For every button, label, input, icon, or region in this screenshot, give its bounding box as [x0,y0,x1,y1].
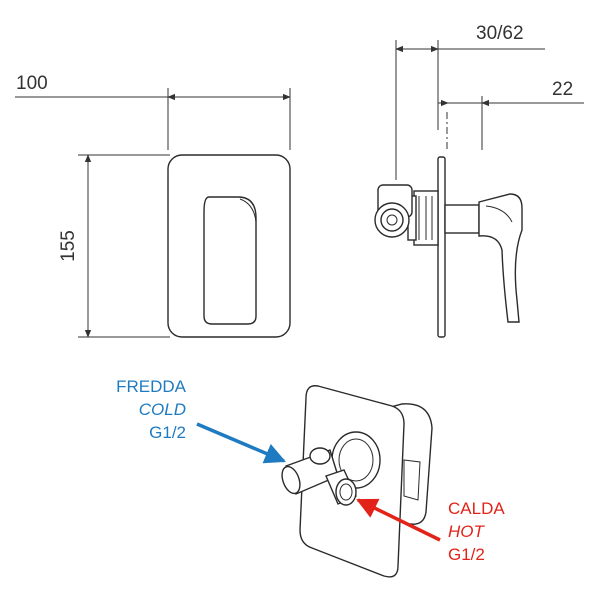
cold-label-english: COLD [139,400,186,419]
cold-label-size: G1/2 [149,423,186,442]
hot-label-english: HOT [448,522,486,541]
offset-dimension: 22 [438,79,584,150]
inlet-ring-inner [380,208,404,232]
perspective-view [281,385,433,578]
height-value: 155 [58,230,79,262]
valve-body-ring [338,438,374,482]
width-dimension: 100 [15,73,291,150]
valve-stem-side [444,204,480,234]
cold-arrow [196,422,286,464]
hot-inlet-opening [335,478,357,506]
hot-label-size: G1/2 [448,545,485,564]
lever-handle-front [203,196,257,325]
lever-handle-opening [403,459,421,501]
width-value: 100 [16,73,48,94]
offset-value: 22 [552,79,573,100]
inlet-cap [309,447,331,465]
lever-handle-bevel [239,198,257,223]
height-dimension: 155 [58,154,170,338]
wall-plate-side [437,156,446,338]
cold-inlet-opening [281,465,301,495]
cold-label-italian: FREDDA [116,377,187,396]
depth-value: 30/62 [476,23,524,44]
hot-label-italian: CALDA [448,499,505,518]
hot-arrow [356,498,441,542]
lever-handle-side [478,193,523,323]
side-view: 30/62 22 [374,23,584,338]
cold-callout: FREDDA COLD G1/2 [116,377,286,464]
depth-dimension: 30/62 [395,23,545,180]
front-view: 100 155 [15,73,291,338]
hot-callout: CALDA HOT G1/2 [356,498,505,564]
hot-inlet-bore [339,483,353,501]
inlet-bore [386,214,398,226]
handle-side-detail [485,205,513,223]
